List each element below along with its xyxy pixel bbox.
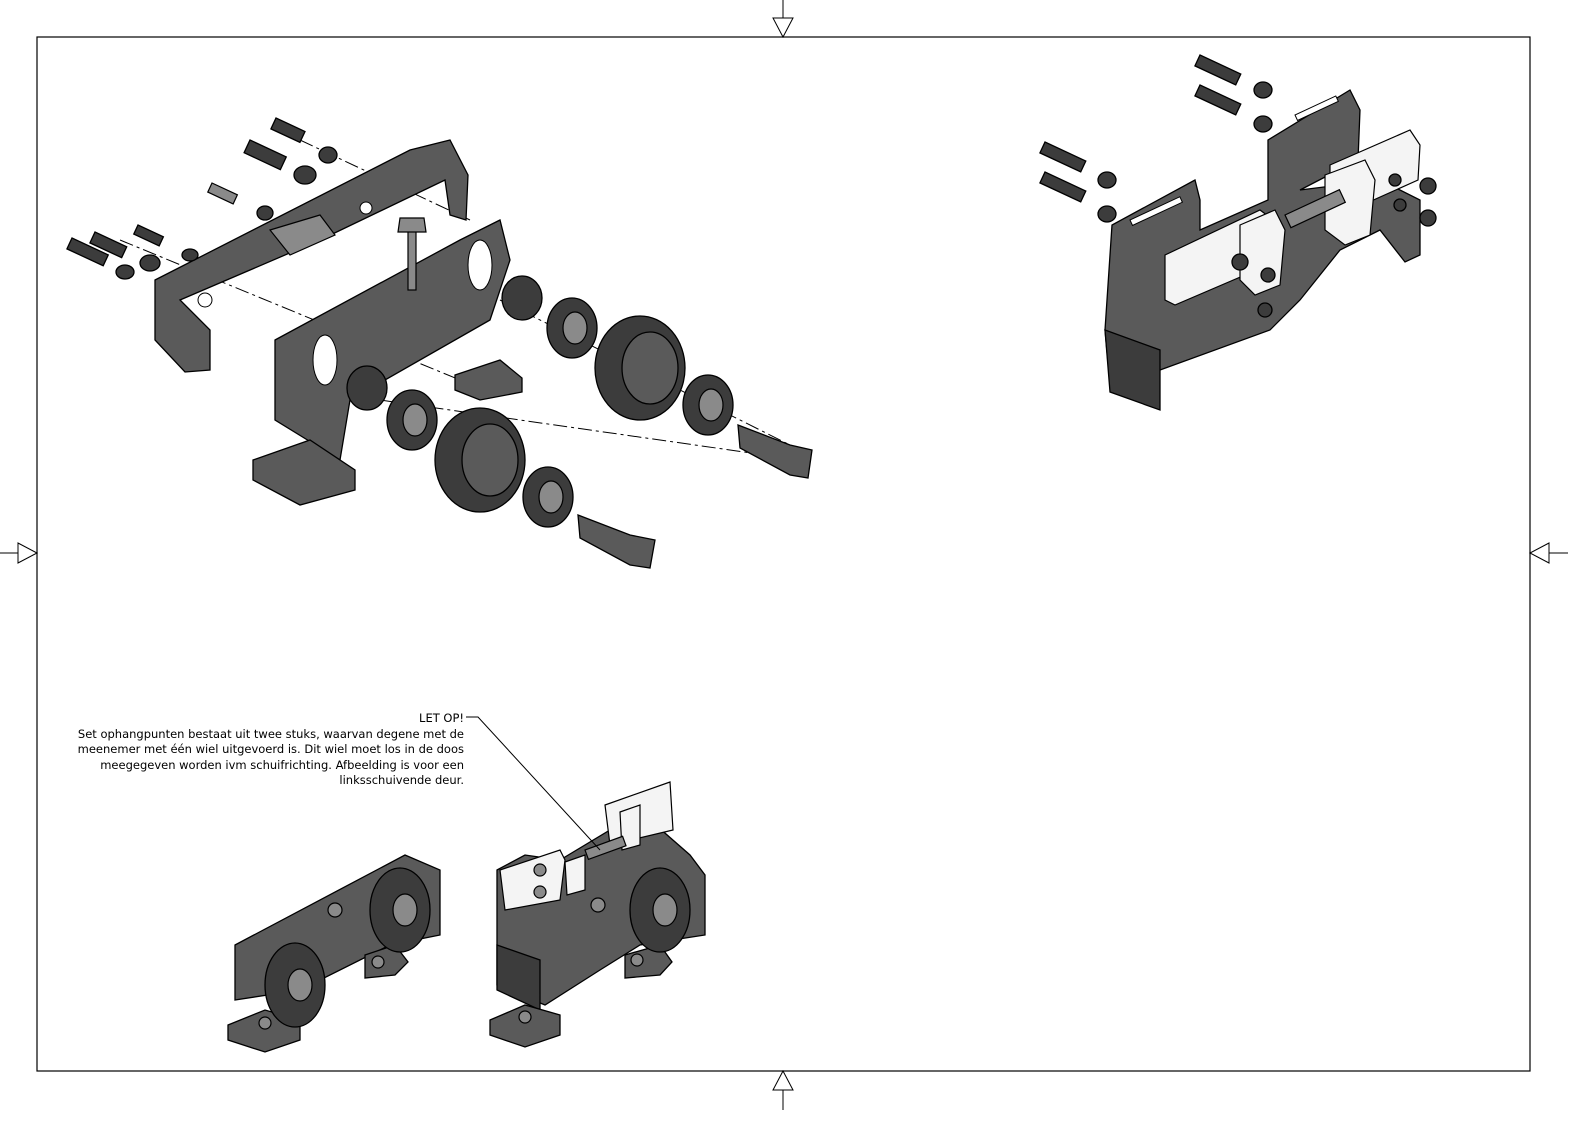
annotation-note: LET OP! Set ophangpunten bestaat uit twe…	[74, 711, 464, 789]
exploded-trolley-view	[66, 117, 813, 569]
center-marks	[0, 0, 1568, 1110]
annotation-leader-line	[466, 716, 601, 851]
exploded-carrier-view	[1039, 54, 1437, 411]
assembled-trolley-view	[227, 854, 441, 1053]
annotation-title: LET OP!	[419, 711, 464, 725]
assembled-carrier-trolley-view	[489, 781, 706, 1048]
annotation-text: Set ophangpunten bestaat uit twee stuks,…	[77, 726, 464, 788]
